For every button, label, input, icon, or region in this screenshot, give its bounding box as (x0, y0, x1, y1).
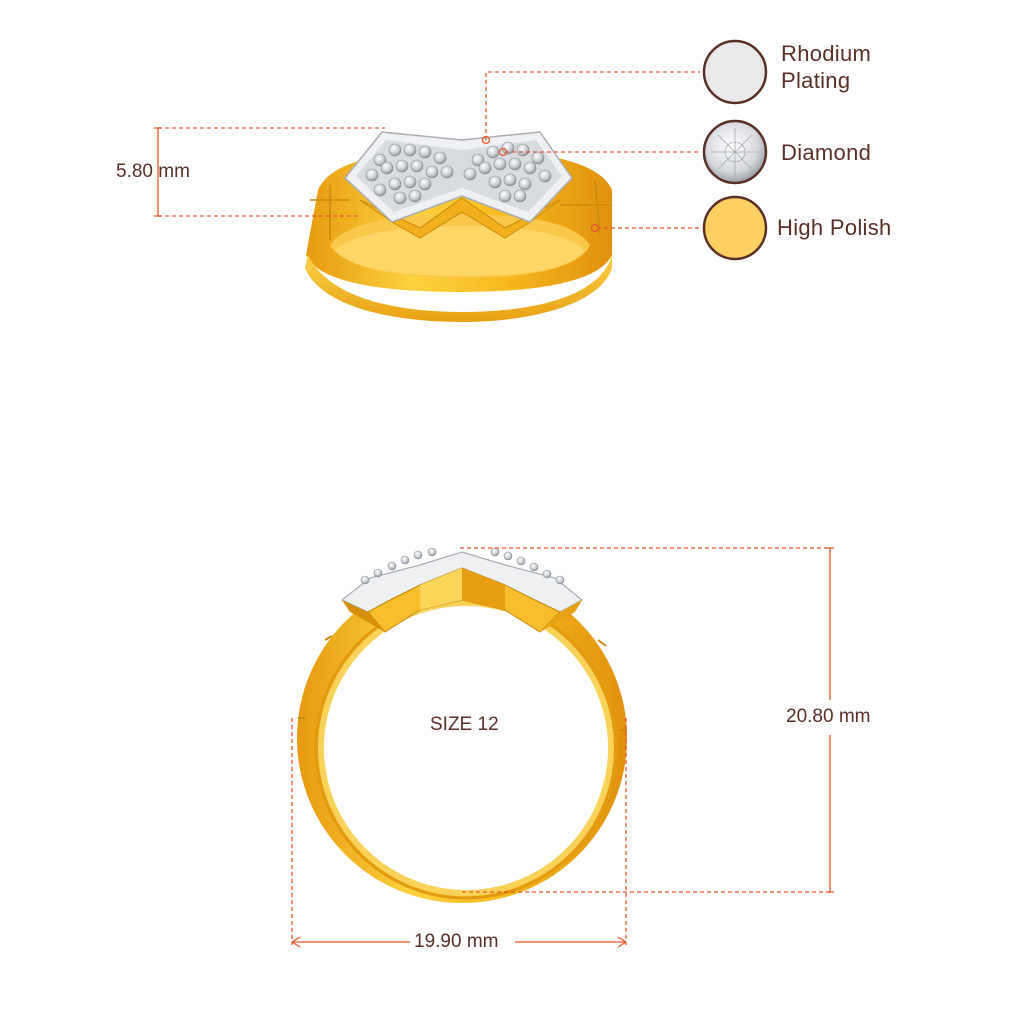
legend-leader-lines (485, 71, 700, 229)
legend-rhodium-line1: Rhodium (781, 41, 872, 66)
pave-diamonds (365, 141, 552, 205)
width-dimension-front (291, 718, 627, 948)
ring-front-view (297, 547, 627, 903)
gold-swatch-icon (702, 195, 768, 261)
legend-rhodium-line2: Plating (781, 68, 851, 93)
legend-swatches (702, 39, 768, 261)
height-front-label: 20.80 mm (784, 706, 873, 728)
polish-marker (590, 223, 600, 233)
legend-rhodium-label: Rhodium Plating (781, 40, 871, 94)
width-front-label: 19.90 mm (414, 931, 499, 952)
ring-top-view (305, 131, 612, 322)
legend-polish-label: High Polish (777, 215, 892, 240)
rhodium-swatch-icon (702, 39, 768, 105)
diamond-marker (498, 147, 508, 157)
height-dimension-top (154, 127, 385, 217)
rhodium-marker (481, 135, 491, 145)
ring-size-label: SIZE 12 (430, 714, 499, 735)
legend-diamond-label: Diamond (781, 140, 872, 165)
height-top-label: 5.80 mm (116, 161, 190, 182)
height-dimension-front (460, 547, 834, 893)
